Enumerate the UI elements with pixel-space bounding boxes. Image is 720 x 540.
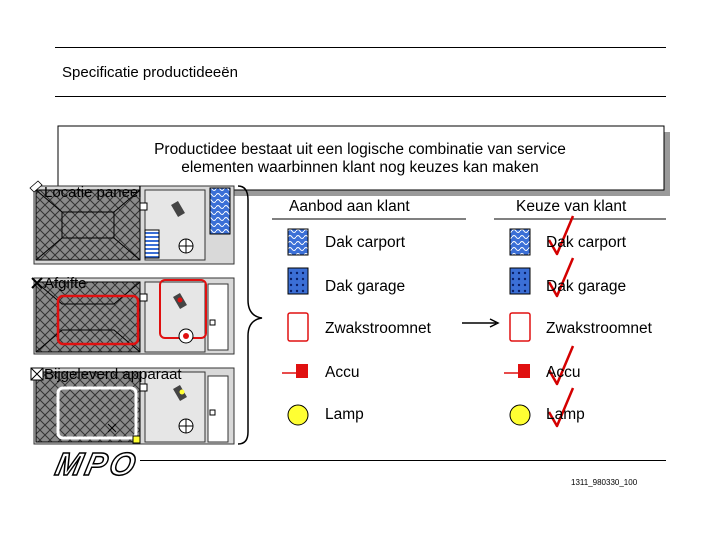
lamp-icon bbox=[287, 404, 309, 426]
header-top-rule bbox=[55, 47, 666, 48]
label-bijgeleverd-apparaat: Bijgeleverd apparaat bbox=[44, 366, 182, 383]
choice-item-dak-carport: Dak carport bbox=[546, 234, 627, 251]
floorplan-locatie bbox=[33, 185, 235, 265]
grid-box-icon bbox=[509, 312, 531, 342]
solar-panel-icon bbox=[287, 228, 309, 256]
cross-marker-icon bbox=[31, 277, 43, 289]
floorplan-bijgeleverd bbox=[33, 367, 235, 445]
choice-item-zwakstroomnet: Zwakstroomnet bbox=[546, 320, 652, 337]
floorplan-afgifte bbox=[33, 277, 235, 355]
checkmark-icon bbox=[547, 345, 575, 386]
choice-heading: Keuze van klant bbox=[516, 198, 627, 215]
offer-item-accu: Accu bbox=[325, 364, 360, 381]
grid-box-icon bbox=[287, 312, 309, 342]
checkmark-icon bbox=[547, 257, 575, 298]
offer-heading: Aanbod aan klant bbox=[289, 198, 410, 215]
solar-panel-icon bbox=[509, 228, 531, 256]
lamp-icon bbox=[509, 404, 531, 426]
offer-item-zwakstroomnet: Zwakstroomnet bbox=[325, 320, 431, 337]
battery-icon bbox=[518, 364, 530, 378]
mpo-logo: MPO bbox=[52, 445, 143, 483]
pencil-icon bbox=[29, 180, 43, 193]
curly-brace bbox=[237, 185, 263, 445]
callout-line-2: elementen waarbinnen klant nog keuzes ka… bbox=[181, 159, 539, 176]
checkmark-icon bbox=[547, 215, 575, 256]
callout-box bbox=[57, 125, 665, 191]
solar-panel-icon bbox=[509, 267, 531, 295]
footer-rule bbox=[140, 460, 666, 461]
battery-icon bbox=[296, 364, 308, 378]
slide-code: 1311_980330_100 bbox=[571, 478, 638, 487]
choice-item-lamp: Lamp bbox=[546, 406, 585, 423]
solar-panel-icon bbox=[287, 267, 309, 295]
label-locatie-paneel: Locatie paneel bbox=[44, 184, 142, 201]
page-title: Specificatie productideeën bbox=[62, 64, 238, 81]
offer-item-dak-garage: Dak garage bbox=[325, 278, 406, 295]
label-afgifte: Afgifte bbox=[44, 275, 87, 292]
choice-item-accu: Accu bbox=[546, 364, 581, 381]
choice-item-dak-garage: Dak garage bbox=[546, 278, 627, 295]
offer-item-dak-carport: Dak carport bbox=[325, 234, 406, 251]
header-bottom-rule bbox=[55, 96, 666, 97]
offer-item-lamp: Lamp bbox=[325, 406, 364, 423]
checkmark-icon bbox=[547, 387, 575, 428]
callout-line-1: Productidee bestaat uit een logische com… bbox=[154, 141, 566, 158]
